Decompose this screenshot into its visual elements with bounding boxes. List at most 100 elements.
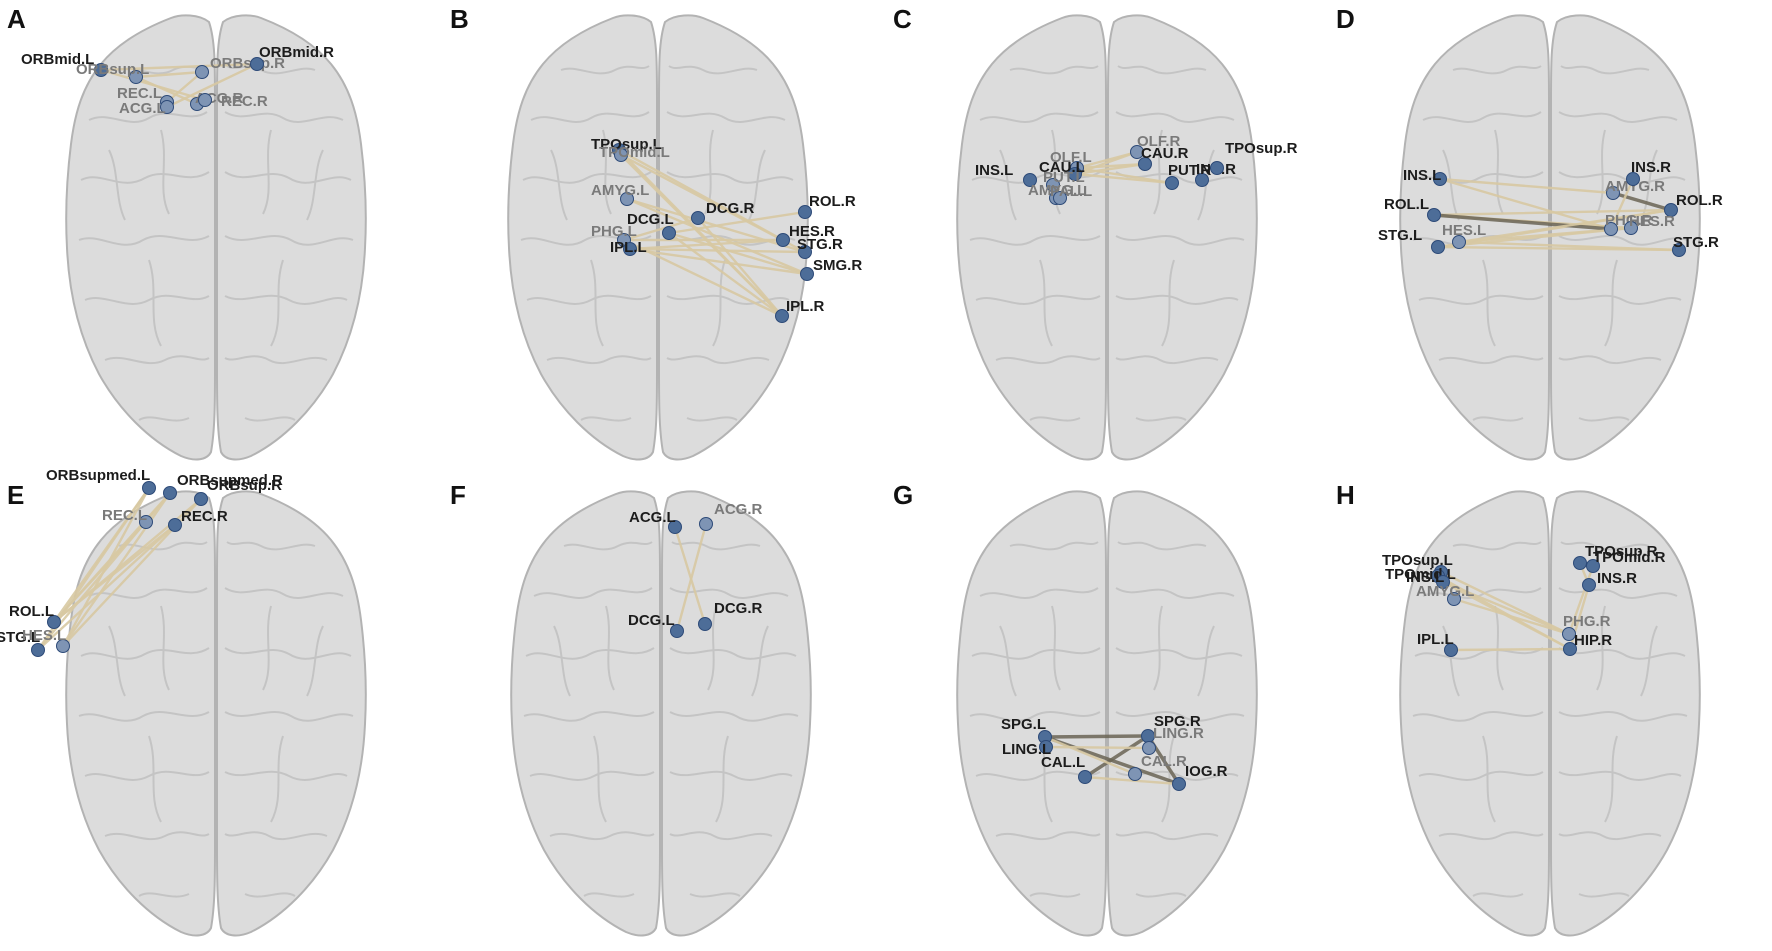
region-node bbox=[662, 226, 676, 240]
node-group: ACG.L ACG.R DCG.L DCG.R bbox=[628, 501, 763, 638]
region-label: DCG.L bbox=[628, 612, 675, 629]
brain-outline bbox=[1399, 490, 1701, 937]
region-node bbox=[670, 624, 684, 638]
connection-edge bbox=[134, 75, 199, 106]
region-node bbox=[142, 481, 156, 495]
connection-edge bbox=[52, 523, 177, 624]
region-label: ORBmid.R bbox=[259, 44, 334, 61]
region-label: AMYG.L bbox=[1416, 583, 1474, 600]
connection-edge bbox=[628, 247, 809, 276]
region-node bbox=[775, 309, 789, 323]
region-node bbox=[798, 205, 812, 219]
connection-edge bbox=[628, 238, 785, 251]
region-node bbox=[1023, 173, 1037, 187]
region-node bbox=[800, 267, 814, 281]
connection-edge bbox=[667, 210, 807, 235]
connection-edge bbox=[99, 68, 207, 102]
connection-edge bbox=[1457, 208, 1673, 244]
left-hemisphere bbox=[507, 14, 658, 461]
connection-edge bbox=[1083, 775, 1181, 786]
region-node bbox=[1433, 172, 1447, 186]
connection-edge bbox=[696, 216, 784, 318]
gyri-texture bbox=[1412, 541, 1688, 898]
region-label: AMYG.L bbox=[1028, 182, 1086, 199]
region-node bbox=[1573, 556, 1587, 570]
edge-group bbox=[99, 62, 259, 109]
connection-edge bbox=[52, 520, 148, 624]
connection-edge bbox=[99, 62, 259, 72]
region-node bbox=[1128, 767, 1142, 781]
left-hemisphere bbox=[1399, 14, 1550, 461]
region-label: ACG.L bbox=[629, 509, 676, 526]
region-node bbox=[1142, 741, 1156, 755]
left-hemisphere bbox=[956, 490, 1107, 937]
region-node bbox=[1452, 235, 1466, 249]
node-group: TPOsup.LTPOmid.LAMYG.LPHG.LDCG.LIPL.LDCG… bbox=[591, 136, 862, 323]
region-node bbox=[691, 211, 705, 225]
connection-edge bbox=[625, 197, 809, 276]
brain-network-b: TPOsup.LTPOmid.LAMYG.LPHG.LDCG.LIPL.LDCG… bbox=[507, 14, 862, 461]
edge-group bbox=[1073, 150, 1174, 185]
brain-network-f: ACG.L ACG.R DCG.L DCG.R bbox=[510, 490, 812, 937]
region-node bbox=[1053, 191, 1067, 205]
connection-edge bbox=[165, 62, 259, 109]
region-node bbox=[1039, 740, 1053, 754]
region-label: AMYG.L bbox=[591, 182, 649, 199]
region-node bbox=[1165, 176, 1179, 190]
region-node bbox=[1172, 777, 1186, 791]
region-label: CAU.R bbox=[1141, 145, 1189, 162]
region-label: DCG.R bbox=[714, 600, 763, 617]
region-node bbox=[163, 486, 177, 500]
region-node bbox=[1068, 167, 1082, 181]
connection-edge bbox=[134, 70, 204, 79]
gyri-texture bbox=[78, 541, 354, 898]
region-label: STG.R bbox=[1673, 234, 1719, 251]
region-node bbox=[1626, 172, 1640, 186]
panel-letter: C bbox=[893, 4, 912, 34]
brain-outline bbox=[65, 14, 367, 461]
region-node bbox=[1210, 161, 1224, 175]
region-label: ROL.R bbox=[809, 193, 856, 210]
connection-edge bbox=[1439, 570, 1571, 636]
connection-edge bbox=[165, 70, 204, 104]
panel-letter: B bbox=[450, 4, 469, 34]
connection-edge bbox=[1609, 177, 1635, 231]
right-hemisphere bbox=[216, 490, 367, 937]
region-label: LING.R bbox=[1153, 725, 1204, 742]
panel-letter: H bbox=[1336, 480, 1355, 510]
connection-edge bbox=[619, 153, 807, 254]
region-node bbox=[94, 63, 108, 77]
region-node bbox=[1447, 592, 1461, 606]
region-label: AMYG.R bbox=[1605, 178, 1665, 195]
region-label: ROL.L bbox=[1384, 196, 1429, 213]
region-label: ORBsup.R bbox=[210, 55, 285, 72]
region-node bbox=[1562, 627, 1576, 641]
region-label: TPOsup.L bbox=[591, 136, 662, 153]
region-node bbox=[620, 192, 634, 206]
region-label: TPOmid.L bbox=[599, 144, 670, 161]
region-label: STG.L bbox=[1378, 227, 1422, 244]
panel-letter: D bbox=[1336, 4, 1355, 34]
region-node bbox=[798, 245, 812, 259]
region-label: INS.R bbox=[1597, 570, 1637, 587]
connection-edge bbox=[622, 216, 700, 242]
region-label: ACG.R bbox=[714, 501, 763, 518]
region-node bbox=[1427, 208, 1441, 222]
region-label: STG.L bbox=[0, 629, 40, 646]
brain-outline bbox=[1399, 14, 1701, 461]
panel-letter: G bbox=[893, 480, 914, 510]
region-node bbox=[1130, 145, 1144, 159]
region-label: IPL.L bbox=[1417, 631, 1454, 648]
connection-edge bbox=[1457, 240, 1681, 252]
edge-group bbox=[617, 148, 809, 318]
region-node bbox=[1436, 575, 1450, 589]
region-node bbox=[1431, 240, 1445, 254]
region-label: ORBsup.R bbox=[207, 477, 282, 494]
region-node bbox=[1078, 770, 1092, 784]
connection-edge bbox=[625, 197, 807, 254]
connection-edge bbox=[1438, 177, 1613, 231]
